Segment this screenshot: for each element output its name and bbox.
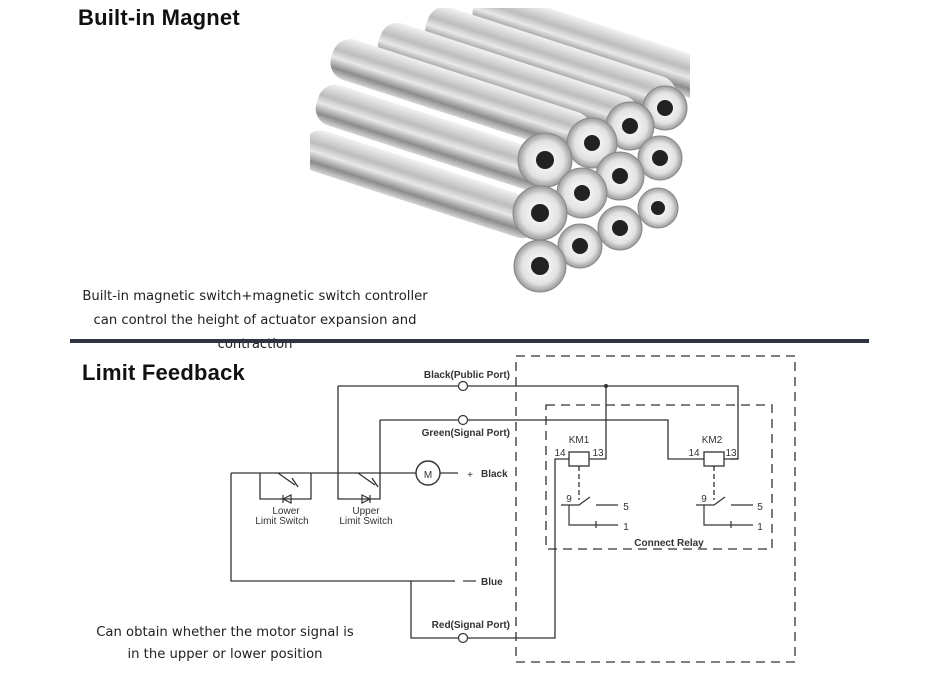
relay-km1-contact-9: 9 <box>566 494 572 505</box>
section-title-built-in-magnet: Built-in Magnet <box>78 5 240 30</box>
magnet-caption-line-1: Built-in magnetic switch+magnetic switch… <box>82 289 428 304</box>
section-divider <box>70 339 869 343</box>
limit-feedback-wiring-diagram: M + Black Blue Black(Public Port) Green(… <box>230 355 796 663</box>
lower-diode-icon <box>281 494 292 504</box>
limit-feedback-caption: Can obtain whether the motor signal is i… <box>80 622 370 666</box>
wire-red-signal <box>410 458 566 639</box>
relay-km1-pin-13: 13 <box>592 448 604 459</box>
wire-black-public-to-km1 <box>596 386 607 460</box>
lower-switch-loop <box>259 473 312 500</box>
relay-km2-contact-1: 1 <box>757 522 763 533</box>
relay-km2-pin-14: 14 <box>688 448 700 459</box>
relay-km2-contact-9: 9 <box>701 494 707 505</box>
relay-km1: KM1 14 13 9 5 1 <box>554 435 629 533</box>
magnet-ring-faces <box>512 85 688 293</box>
outer-controller-box <box>515 355 796 663</box>
label-green-signal-port: Green(Signal Port) <box>422 428 510 439</box>
magnet-rods <box>310 8 690 239</box>
connect-relay-label: Connect Relay <box>634 538 704 549</box>
port-terminal-black-public <box>457 380 469 392</box>
label-black-public-port: Black(Public Port) <box>424 370 510 381</box>
label-black: Black <box>481 469 508 480</box>
limit-caption-line-2: in the upper or lower position <box>127 647 323 662</box>
limit-caption-line-1: Can obtain whether the motor signal is <box>96 625 354 640</box>
wire-green-signal <box>380 419 694 460</box>
lower-switch-label-2: Limit Switch <box>255 516 308 527</box>
plus-sign: + <box>467 470 473 481</box>
upper-diode-icon <box>361 494 372 504</box>
wire-blue <box>230 473 455 582</box>
relay-km1-pin-14: 14 <box>554 448 566 459</box>
port-terminal-green-signal <box>457 414 469 426</box>
relay-km2-name: KM2 <box>702 435 723 446</box>
port-terminal-red-signal <box>457 632 469 644</box>
section-title-limit-feedback: Limit Feedback <box>82 360 245 385</box>
lower-switch-contact <box>277 472 299 488</box>
lower-switch-label-1: Lower <box>272 506 300 517</box>
connect-relay-box <box>545 404 773 550</box>
relay-km1-contact-5: 5 <box>623 502 629 513</box>
relay-km2: KM2 14 13 9 5 1 <box>688 435 763 533</box>
motor-label: M <box>424 470 432 481</box>
magnet-stack-image <box>310 8 690 293</box>
relay-km2-pin-13: 13 <box>725 448 737 459</box>
upper-switch-label-1: Upper <box>352 506 380 517</box>
wire-black-public <box>338 385 739 460</box>
relay-km1-name: KM1 <box>569 435 590 446</box>
relay-km2-contact-5: 5 <box>757 502 763 513</box>
upper-switch-loop <box>337 386 381 500</box>
junction-dot <box>604 384 608 388</box>
relay-km1-contact-1: 1 <box>623 522 629 533</box>
upper-switch-label-2: Limit Switch <box>339 516 392 527</box>
motor-icon <box>415 460 441 486</box>
magnet-caption: Built-in magnetic switch+magnetic switch… <box>70 285 440 357</box>
label-red-signal-port: Red(Signal Port) <box>432 620 510 631</box>
upper-switch-contact <box>357 472 379 488</box>
label-blue: Blue <box>481 577 503 588</box>
